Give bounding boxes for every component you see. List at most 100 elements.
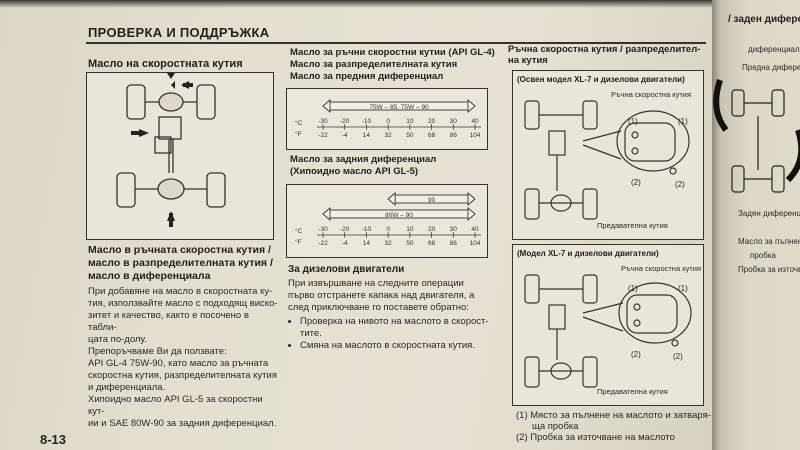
diesel-line: първо отстранете капака над двигателя, а: [288, 290, 475, 301]
celsius-tick-label: 30: [450, 118, 458, 125]
body-line: скоростна кутия, разпределителната кутия: [88, 370, 277, 381]
gearbox-drawing-1: [524, 100, 690, 220]
adjacent-page: / заден дифере диференциал Предна дифере…: [712, 0, 800, 450]
subtitle-line-2: масло в разпределителната кутия /: [88, 257, 273, 269]
diesel-bullets: Проверка на нивото на маслото в скорост-…: [288, 316, 498, 352]
bullet-item: Смяна на маслото в скоростната кутия.: [300, 340, 498, 352]
chart2-title: Масло за задния диференциал (Хипоидно ма…: [290, 154, 436, 178]
fahrenheit-tick-label: 50: [406, 240, 414, 247]
fahrenheit-tick-label: 104: [470, 132, 481, 139]
fahrenheit-unit: °F: [295, 130, 302, 138]
page-header: ПРОВЕРКА И ПОДДРЪЖКА: [88, 25, 270, 40]
diesel-body: При извършване на следните операции първ…: [288, 278, 498, 352]
marker-2b: (2): [673, 352, 683, 361]
fahrenheit-tick-label: -4: [342, 132, 348, 139]
adjacent-line: Пробка за източва: [738, 265, 800, 274]
fahrenheit-tick-label: 14: [363, 240, 371, 247]
range-bar-label: 75W – 85, 75W – 90: [369, 104, 429, 111]
label-gearbox: Ръчна скоростна кутия: [611, 90, 692, 99]
chart1-title: Масло за ръчни скоростни кутии (API GL-4…: [290, 47, 495, 83]
chart1-title-line: Масло за предния диференциал: [290, 71, 444, 82]
celsius-tick-label: -20: [340, 118, 350, 125]
adjacent-title: / заден дифере: [728, 14, 800, 25]
body-line: API GL-4 75W-90, като масло за ръчната: [88, 358, 269, 369]
gearbox-diagram-2: (Модел XL-7 и дизелови двигатели) Ръчна …: [512, 244, 704, 406]
adjacent-line: пробка: [750, 251, 776, 260]
fahrenheit-tick-label: 68: [428, 240, 436, 247]
marker-2b: (2): [675, 180, 685, 189]
page-number: 8-13: [40, 432, 67, 447]
chart1-title-line: Масло за разпределителната кутия: [290, 59, 458, 70]
diagram1-caption: (Освен модел XL-7 и дизелови двигатели): [517, 75, 685, 84]
range-bar-right-arrow: [467, 192, 476, 206]
fahrenheit-tick-label: 104: [470, 240, 481, 247]
marker-1: (1): [628, 117, 638, 126]
range-bar-label: 80W – 90: [385, 212, 413, 219]
body-line: Хипоидно масло API GL-5 за скоростни кут…: [88, 394, 263, 417]
celsius-tick-label: -30: [318, 226, 328, 233]
marker-1: (1): [628, 284, 638, 293]
chart2-title-line: (Хипоидно масло API GL-5): [290, 166, 419, 177]
range-bar-right-arrow: [467, 207, 476, 221]
marker-1b: (1): [678, 284, 688, 293]
range-bar: 80W – 90: [322, 207, 476, 221]
celsius-tick-label: -10: [362, 226, 372, 233]
celsius-tick-label: 10: [406, 226, 414, 233]
celsius-tick-label: 0: [386, 118, 390, 125]
range-bar: 90: [387, 192, 476, 206]
adjacent-line: Масло за пълнене: [738, 237, 800, 246]
chart2-title-line: Масло за задния диференциал: [290, 154, 437, 165]
adjacent-line: диференциал: [748, 45, 800, 54]
body-line: и диференциала.: [88, 382, 166, 393]
header-rule: [86, 42, 706, 44]
label-transfer: Предавателна кутия: [597, 221, 668, 230]
footnotes: (1) Място за пълнене на маслото и затвар…: [516, 410, 711, 443]
right-title-line: Ръчна скоростна кутия / разпределител-: [508, 44, 701, 55]
footnote-line: (2) Пробка за източване на маслото: [516, 432, 675, 443]
body-line: цата по-долу.: [88, 334, 147, 345]
celsius-tick-label: 10: [406, 118, 414, 125]
marker-2: (2): [631, 178, 641, 187]
fahrenheit-tick-label: 32: [385, 240, 393, 247]
vehicle-diagram: [86, 72, 274, 240]
celsius-tick-label: 20: [428, 118, 436, 125]
celsius-unit: °C: [295, 119, 303, 127]
celsius-tick-label: 40: [471, 226, 479, 233]
gearbox-drawing-2: [524, 274, 692, 388]
right-title-line: на кутия: [508, 55, 548, 66]
body-line: Препоръчваме Ви да ползвате:: [88, 346, 227, 357]
top-shadow: [0, 0, 800, 8]
marker-2: (2): [631, 350, 641, 359]
fahrenheit-tick-label: 86: [450, 132, 458, 139]
gearbox-diagram-1: (Освен модел XL-7 и дизелови двигатели) …: [512, 70, 704, 240]
viscosity-chart-1: 75W – 85, 75W – 90 °C °F -30 -22 -20 -4 -10 14 0 3…: [286, 88, 488, 150]
label-gearbox-2: Ръчна скоростна кутия: [621, 264, 702, 273]
fahrenheit-tick-label: 86: [450, 240, 458, 247]
celsius-tick-label: -20: [340, 226, 350, 233]
subtitle-line-3: масло в диференциала: [88, 270, 211, 282]
body-line: При добавяне на масло в скоростната ку-: [88, 286, 273, 297]
celsius-tick-label: 40: [471, 118, 479, 125]
fahrenheit-tick-label: 14: [363, 132, 371, 139]
diesel-line: след приключване го поставете обратно:: [288, 302, 469, 313]
body-line: ии и SAE 80W-90 за задния диференциал.: [88, 418, 277, 429]
fahrenheit-tick-label: -22: [318, 132, 328, 139]
body-line: тия, използвайте масло с подходящ виско-: [88, 298, 278, 309]
subtitle-block: Масло в ръчната скоростна кутия / масло …: [88, 244, 273, 283]
chart1-title-line: Масло за ръчни скоростни кутии (API GL-4…: [290, 47, 495, 58]
fahrenheit-tick-label: 32: [385, 132, 393, 139]
range-bar-left-arrow: [387, 192, 396, 206]
diesel-line: При извършване на следните операции: [288, 278, 464, 289]
celsius-tick-label: 20: [428, 226, 436, 233]
label-transfer-2: Предавателна кутия: [597, 387, 668, 396]
range-bar-right-arrow: [467, 99, 476, 113]
diesel-title: За дизелови двигатели: [288, 264, 405, 275]
celsius-tick-label: -10: [362, 118, 372, 125]
body-line: зитет и качество, както е посочено в таб…: [88, 310, 249, 333]
adjacent-line: Заден диференц: [738, 209, 800, 218]
celsius-tick-label: -30: [318, 118, 328, 125]
adjacent-line: Предна дифере: [742, 63, 800, 72]
